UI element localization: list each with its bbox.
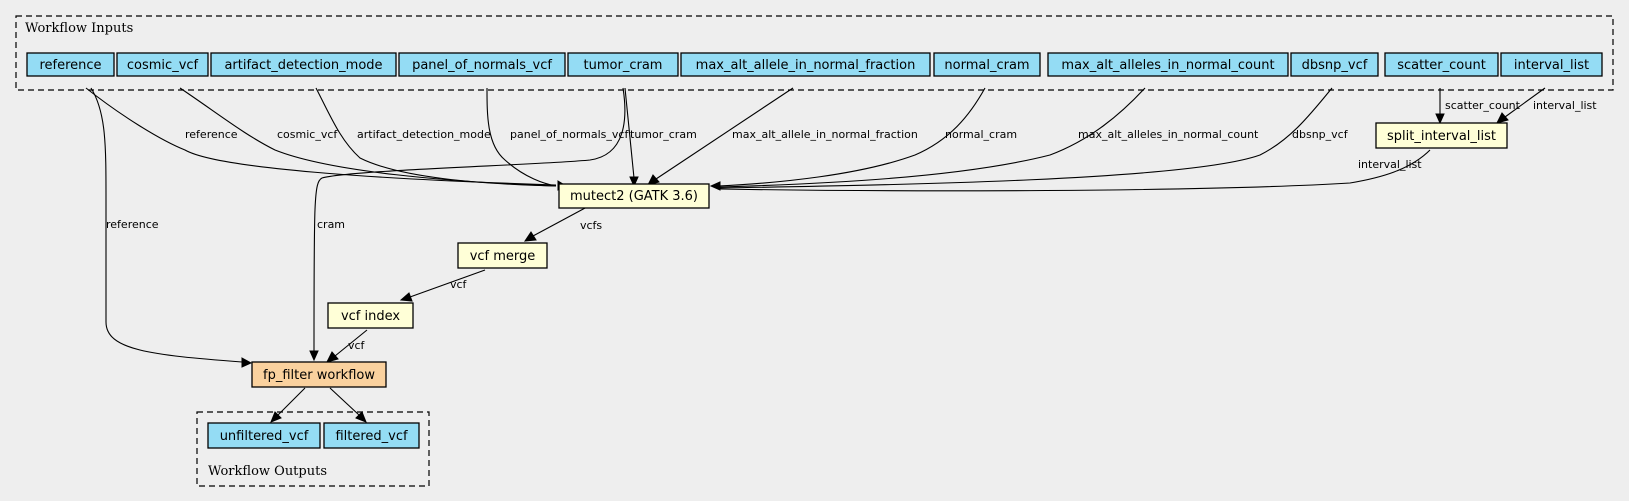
svg-text:dbsnp_vcf: dbsnp_vcf — [1302, 58, 1368, 73]
svg-text:interval_list: interval_list — [1533, 99, 1597, 112]
svg-text:reference: reference — [106, 218, 159, 231]
node-interval-list[interactable]: interval_list — [1500, 52, 1603, 77]
edge-filter-unfiltered — [270, 387, 306, 423]
svg-text:max_alt_allele_in_normal_fract: max_alt_allele_in_normal_fraction — [696, 58, 916, 73]
edge-index-filter: vcf — [326, 329, 368, 363]
svg-text:cosmic_vcf: cosmic_vcf — [277, 128, 338, 141]
svg-text:panel_of_normals_vcf: panel_of_normals_vcf — [412, 58, 552, 73]
node-filtered-vcf[interactable]: filtered_vcf — [323, 422, 420, 449]
edge-interval-split: interval_list — [1496, 87, 1597, 124]
node-mutect2[interactable]: mutect2 (GATK 3.6) — [558, 183, 710, 209]
svg-text:scatter_count: scatter_count — [1397, 58, 1486, 73]
svg-text:interval_list: interval_list — [1514, 58, 1589, 73]
svg-text:filtered_vcf: filtered_vcf — [335, 429, 408, 444]
svg-text:normal_cram: normal_cram — [944, 58, 1029, 73]
node-normal-cram[interactable]: normal_cram — [933, 52, 1041, 77]
svg-text:tumor_cram: tumor_cram — [630, 128, 697, 141]
node-reference[interactable]: reference — [26, 52, 115, 77]
svg-text:cram: cram — [317, 218, 345, 231]
svg-text:reference: reference — [185, 128, 238, 141]
svg-text:cosmic_vcf: cosmic_vcf — [127, 58, 199, 73]
node-vcf-index[interactable]: vcf index — [327, 302, 414, 329]
node-fp-filter-workflow[interactable]: fp_filter workflow — [251, 361, 387, 388]
svg-text:artifact_detection_mode: artifact_detection_mode — [224, 58, 382, 73]
svg-text:tumor_cram: tumor_cram — [584, 58, 663, 73]
workflow-inputs-label: Workflow Inputs — [25, 21, 133, 36]
edge-artifact-mutect2: artifact_detection_mode — [315, 87, 557, 187]
node-tumor-cram[interactable]: tumor_cram — [567, 52, 679, 77]
edge-filter-filtered — [329, 387, 367, 423]
node-dbsnp-vcf[interactable]: dbsnp_vcf — [1290, 52, 1379, 77]
edge-merge-index: vcf — [399, 269, 486, 302]
svg-text:panel_of_normals_vcf: panel_of_normals_vcf — [510, 128, 629, 141]
svg-text:max_alt_alleles_in_normal_coun: max_alt_alleles_in_normal_count — [1061, 58, 1274, 73]
svg-text:unfiltered_vcf: unfiltered_vcf — [220, 429, 309, 444]
node-cosmic-vcf[interactable]: cosmic_vcf — [116, 52, 209, 77]
edge-tumor-filter: cram — [309, 87, 626, 362]
node-panel-of-normals-vcf[interactable]: panel_of_normals_vcf — [398, 52, 566, 77]
node-artifact-detection-mode[interactable]: artifact_detection_mode — [210, 52, 397, 77]
svg-text:interval_list: interval_list — [1358, 158, 1422, 171]
node-vcf-merge[interactable]: vcf merge — [457, 242, 548, 269]
svg-text:fp_filter workflow: fp_filter workflow — [263, 368, 375, 383]
svg-text:reference: reference — [39, 58, 101, 73]
node-unfiltered-vcf[interactable]: unfiltered_vcf — [207, 422, 321, 449]
edge-tumor-mutect2: tumor_cram — [624, 87, 697, 188]
node-scatter-count[interactable]: scatter_count — [1384, 52, 1499, 77]
svg-text:max_alt_alleles_in_normal_coun: max_alt_alleles_in_normal_count — [1078, 128, 1259, 141]
svg-text:mutect2 (GATK 3.6): mutect2 (GATK 3.6) — [570, 189, 698, 204]
node-max-alt-alleles-in-normal-count[interactable]: max_alt_alleles_in_normal_count — [1047, 52, 1289, 77]
edge-reference-filter: reference — [90, 87, 253, 368]
svg-text:split_interval_list: split_interval_list — [1387, 129, 1496, 144]
edge-dbsnp-mutect2: dbsnp_vcf — [719, 87, 1349, 189]
svg-text:dbsnp_vcf: dbsnp_vcf — [1292, 128, 1349, 141]
edge-scatter-split: scatter_count — [1435, 88, 1521, 125]
workflow-outputs-label: Workflow Outputs — [208, 464, 327, 479]
edge-fraction-mutect2: max_alt_allele_in_normal_fraction — [647, 87, 918, 186]
svg-text:normal_cram: normal_cram — [945, 128, 1017, 141]
edge-pon-mutect2: panel_of_normals_vcf — [486, 87, 629, 187]
node-split-interval-list[interactable]: split_interval_list — [1375, 122, 1508, 149]
svg-text:vcfs: vcfs — [580, 219, 602, 232]
svg-text:scatter_count: scatter_count — [1445, 99, 1521, 112]
edge-split-mutect2: interval_list — [719, 149, 1431, 192]
workflow-inputs-cluster: Workflow Inputs — [15, 15, 1614, 91]
workflow-outputs-cluster: Workflow Outputs — [196, 411, 430, 487]
edge-normal-mutect2: normal_cram — [709, 87, 1017, 191]
node-max-alt-allele-in-normal-fraction[interactable]: max_alt_allele_in_normal_fraction — [680, 52, 931, 77]
svg-text:vcf: vcf — [348, 339, 366, 352]
svg-text:artifact_detection_mode: artifact_detection_mode — [357, 128, 491, 141]
edge-count-mutect2: max_alt_alleles_in_normal_count — [719, 87, 1259, 188]
svg-text:max_alt_allele_in_normal_fract: max_alt_allele_in_normal_fraction — [732, 128, 918, 141]
svg-text:vcf merge: vcf merge — [470, 249, 536, 264]
svg-text:vcf: vcf — [450, 278, 468, 291]
svg-text:vcf index: vcf index — [341, 309, 400, 324]
